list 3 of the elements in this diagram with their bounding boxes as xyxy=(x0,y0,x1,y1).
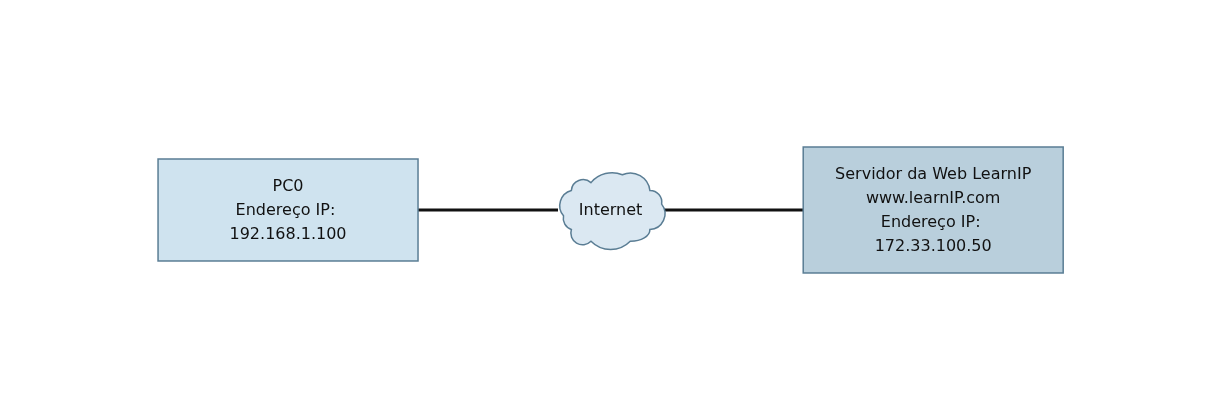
connector xyxy=(418,208,559,212)
node-box: PC0 Endereço IP: 192.168.1.100 xyxy=(157,158,420,262)
node-box: Servidor da Web LearnIP www.learnIP.com Endereço IP: 172.33.100.50 xyxy=(802,146,1065,274)
